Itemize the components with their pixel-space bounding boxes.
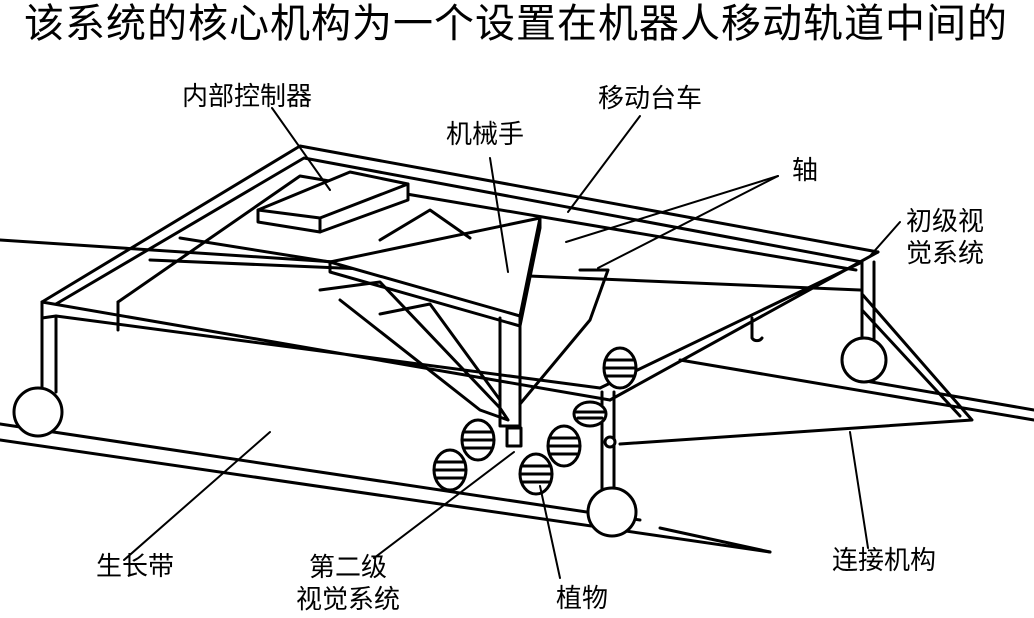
cart-triangle [328, 216, 542, 318]
label-linkage: 连接机构 [832, 546, 937, 576]
controller-box [256, 170, 410, 234]
belt-line-right [678, 358, 1034, 422]
manipulator-arm-right [518, 268, 610, 406]
leg-front-left [40, 316, 58, 394]
wheel-front-left [12, 386, 64, 438]
linkage-pivot [603, 435, 617, 449]
plant-6 [518, 452, 554, 496]
leader-axle-1 [565, 175, 779, 243]
label-primary-vision: 初级视 觉系统 [906, 206, 984, 270]
leader-growth-belt [123, 431, 271, 561]
label-growth-belt: 生长带 [96, 552, 175, 582]
manipulator-arm-back [378, 208, 472, 242]
linkage-bar-1 [618, 292, 974, 446]
label-cart: 移动台车 [598, 84, 703, 114]
frame-crossbar-2 [178, 236, 332, 264]
plant-4 [432, 448, 468, 492]
label-plants: 植物 [556, 584, 609, 614]
label-manipulator: 机械手 [446, 120, 525, 150]
wheel-front-right [586, 486, 638, 538]
manipulator-arm-left [318, 280, 510, 422]
label-axle: 轴 [792, 156, 819, 186]
leader-axle-2 [597, 175, 779, 269]
leader-linkage [849, 431, 869, 549]
plant-2 [572, 400, 608, 428]
leader-controller [271, 107, 331, 191]
linkage-bar-2 [860, 308, 962, 418]
manipulator-arm-mid [378, 302, 502, 402]
leader-primary-vision [869, 221, 901, 257]
label-primary-vision-line1: 初级视 [906, 207, 985, 237]
wheel-back-right [840, 336, 888, 384]
leader-plants [539, 485, 561, 579]
belt-line-mid [0, 422, 772, 554]
frame-hook [750, 316, 764, 343]
vertical-shaft [498, 316, 522, 428]
label-secondary-vision-line2: 视觉系统 [296, 585, 401, 615]
label-secondary-vision: 第二级 视觉系统 [296, 552, 400, 616]
frame-right-edge [598, 250, 880, 402]
frame-front-edge [40, 300, 612, 402]
label-secondary-vision-line1: 第二级 [309, 553, 388, 583]
leader-cart [567, 115, 641, 213]
leg-back-right [860, 260, 876, 342]
plant-5 [546, 424, 582, 468]
belt-line-right2 [858, 378, 1034, 412]
plant-1 [602, 346, 638, 390]
caption-text: 该系统的核心机构为一个设置在机器人移动轨道中间的 [24, 1, 1008, 47]
leader-secondary-vision [373, 451, 515, 559]
plant-3 [460, 418, 496, 462]
end-effector [505, 426, 523, 448]
label-primary-vision-line2: 觉系统 [906, 239, 985, 269]
belt-line-top [0, 238, 337, 264]
label-controller: 内部控制器 [182, 82, 313, 112]
belt-line-bottom [0, 438, 772, 554]
leader-manipulator [489, 157, 509, 273]
